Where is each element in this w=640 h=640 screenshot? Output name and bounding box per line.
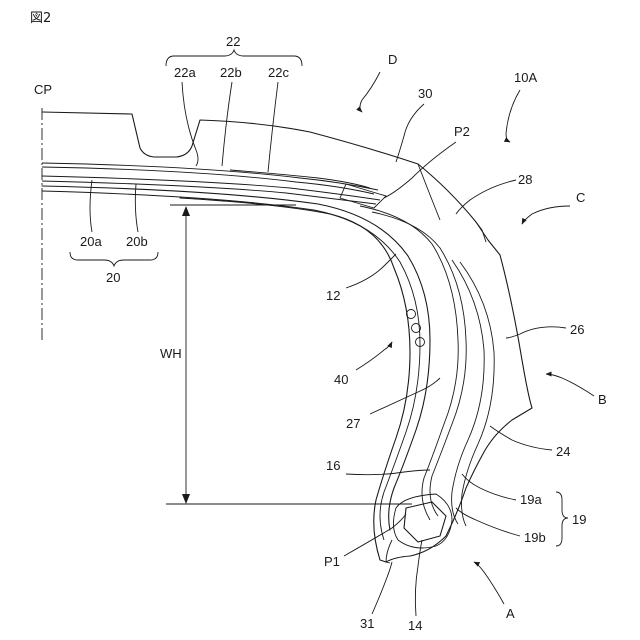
brace-22 xyxy=(166,50,302,66)
leader-p2 xyxy=(384,142,456,198)
leader-16 xyxy=(346,470,430,475)
leader-22b xyxy=(222,82,232,166)
arrow-c xyxy=(522,206,570,224)
bead-core-14 xyxy=(404,502,446,542)
label-20b: 20b xyxy=(126,234,148,249)
leader-26 xyxy=(506,327,566,338)
brace-19 xyxy=(556,492,568,546)
label-cp: CP xyxy=(34,82,52,97)
label-19b: 19b xyxy=(524,530,546,545)
label-22b: 22b xyxy=(220,65,242,80)
label-24: 24 xyxy=(556,444,570,459)
belt-edge-p2 xyxy=(340,184,386,208)
leader-31 xyxy=(372,562,392,614)
label-20: 20 xyxy=(106,270,120,285)
label-a: A xyxy=(506,606,515,621)
label-p1: P1 xyxy=(324,554,340,569)
leader-20b xyxy=(135,184,138,232)
label-27: 27 xyxy=(346,416,360,431)
label-40: 40 xyxy=(334,372,348,387)
arrow-10a xyxy=(506,90,520,142)
label-wh: WH xyxy=(160,346,182,361)
label-22a: 22a xyxy=(174,65,196,80)
label-22c: 22c xyxy=(268,65,289,80)
leader-22a xyxy=(182,82,198,166)
wh-arrow-top xyxy=(182,206,190,216)
label-20a: 20a xyxy=(80,234,102,249)
label-d: D xyxy=(388,52,397,67)
label-16: 16 xyxy=(326,458,340,473)
label-c: C xyxy=(576,190,585,205)
leader-14 xyxy=(415,540,422,616)
cord-circle-1 xyxy=(407,310,416,319)
leader-22c xyxy=(268,82,278,172)
label-19: 19 xyxy=(572,512,586,527)
label-28: 28 xyxy=(518,172,532,187)
label-14: 14 xyxy=(408,618,422,633)
brace-20 xyxy=(70,252,158,266)
label-10a: 10A xyxy=(514,70,537,85)
arrow-a xyxy=(474,562,504,604)
label-p2: P2 xyxy=(454,124,470,139)
arrow-d xyxy=(360,72,380,112)
leader-30 xyxy=(396,104,424,162)
label-12: 12 xyxy=(326,288,340,303)
tread-outer-surface xyxy=(42,112,418,164)
arrow-b xyxy=(546,374,594,396)
leader-12 xyxy=(346,254,396,288)
sidewall-outer-contour xyxy=(386,408,532,562)
inner-liner xyxy=(180,198,410,562)
leader-19b xyxy=(456,508,520,536)
label-30: 30 xyxy=(418,86,432,101)
label-31: 31 xyxy=(360,616,374,631)
label-b: B xyxy=(598,392,607,407)
leader-27 xyxy=(370,378,440,414)
label-22: 22 xyxy=(226,34,240,49)
wh-arrow-bottom xyxy=(182,494,190,504)
label-19a: 19a xyxy=(520,492,542,507)
leader-24 xyxy=(490,426,552,450)
tread-shoulder-boundary xyxy=(418,164,440,220)
figure-title: 図2 xyxy=(30,11,51,26)
arrow-40 xyxy=(356,342,392,370)
label-26: 26 xyxy=(570,322,584,337)
